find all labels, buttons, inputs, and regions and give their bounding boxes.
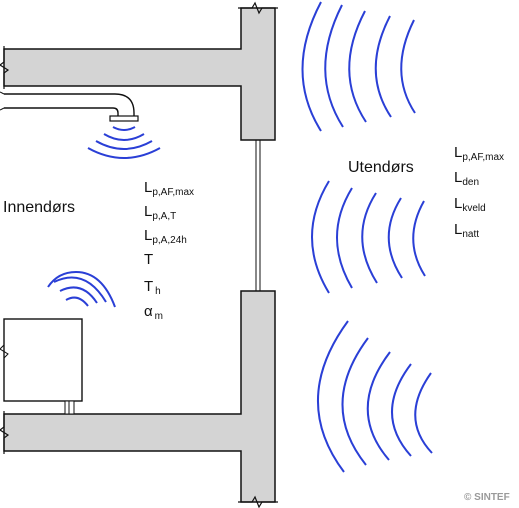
outdoor-sound-waves-middle [311, 180, 426, 294]
window [255, 140, 261, 291]
upper-slab-wall [3, 7, 276, 141]
indoor-label: Innendørs [3, 199, 75, 216]
outdoor-quantities: Lp,AF,max Lden Lkveld Lnatt [454, 144, 504, 240]
outdoor-quantity: Lp,AF,max [454, 144, 504, 163]
ventilation-duct [0, 91, 139, 122]
indoor-quantity: T [144, 251, 153, 268]
indoor-equipment [0, 318, 83, 415]
outdoor-sound-waves-top [301, 1, 416, 132]
lower-slab-wall [3, 290, 276, 503]
indoor-quantity: Lp,A,24h [144, 227, 187, 246]
slab-break-lower-left [0, 411, 10, 454]
copyright: © SINTEF [464, 492, 510, 503]
duct-sound-waves [87, 126, 161, 159]
outdoor-quantity: Lden [454, 169, 479, 188]
outdoor-quantity: Lnatt [454, 221, 479, 240]
outdoor-quantity: Lkveld [454, 195, 486, 214]
indoor-quantity: Lp,A,T [144, 203, 176, 222]
outdoor-label: Utendørs [348, 159, 414, 176]
outdoor-sound-waves-bottom [317, 320, 433, 473]
wall-break-top [238, 1, 278, 15]
indoor-quantity: Lp,AF,max [144, 179, 194, 198]
slab-break-upper-left [0, 46, 10, 89]
wall-break-bottom [238, 495, 278, 508]
equipment-sound-waves [47, 270, 116, 308]
